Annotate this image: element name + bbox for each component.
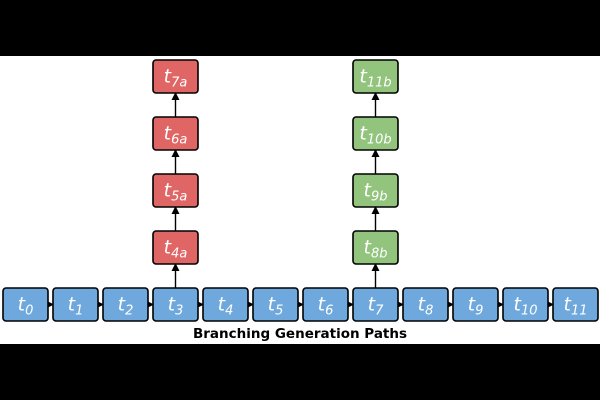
branch-b-node-t10b: t10b xyxy=(352,116,399,151)
main-node-t9: t9 xyxy=(452,287,499,322)
diagram-canvas: t0 t1 t2 t3 t4 t5 t6 t7 t8 t9 t10 t11 t4a t5a t6a t7a t8… xyxy=(0,56,600,344)
branch-b-node-t8b: t8b xyxy=(352,230,399,265)
branch-a-node-t7a-label: t7a xyxy=(164,66,188,91)
branch-a-node-t6a-box xyxy=(152,116,199,151)
main-node-t9-box xyxy=(452,287,499,322)
branch-a-node-t4a: t4a xyxy=(152,230,199,265)
main-node-t6-box xyxy=(302,287,349,322)
main-node-t2-label: t2 xyxy=(118,294,134,319)
main-node-t4-box xyxy=(202,287,249,322)
main-node-t11-box xyxy=(552,287,599,322)
main-node-t5-box xyxy=(252,287,299,322)
branch-b-node-t9b-label: t9b xyxy=(364,180,388,205)
branch-b-node-t10b-label: t10b xyxy=(359,123,391,148)
branch-b-node-t9b-box xyxy=(352,173,399,208)
main-node-t10-label: t10 xyxy=(514,294,538,319)
branch-a-node-t4a-label: t4a xyxy=(164,237,188,262)
edges-layer xyxy=(46,92,554,309)
main-node-t5: t5 xyxy=(252,287,299,322)
branching-diagram: t0 t1 t2 t3 t4 t5 t6 t7 t8 t9 t10 t11 t4a t5a t6a t7a t8… xyxy=(2,59,599,322)
main-node-t5-label: t5 xyxy=(268,294,284,319)
main-node-t2: t2 xyxy=(102,287,149,322)
main-node-t9-label: t9 xyxy=(468,294,484,319)
main-node-t11: t11 xyxy=(552,287,599,322)
branch-a-node-t7a-box xyxy=(152,59,199,94)
main-node-t8-label: t8 xyxy=(418,294,434,319)
main-node-t3: t3 xyxy=(152,287,199,322)
branch-a-node-t7a: t7a xyxy=(152,59,199,94)
main-node-t7-label: t7 xyxy=(368,294,384,319)
branch-b-node-t10b-box xyxy=(352,116,399,151)
main-node-t2-box xyxy=(102,287,149,322)
diagram-caption: Branching Generation Paths xyxy=(192,326,408,342)
main-node-t1-box xyxy=(52,287,99,322)
branch-b-node-t11b-box xyxy=(352,59,399,94)
main-node-t7-box xyxy=(352,287,399,322)
branch-b-node-t9b: t9b xyxy=(352,173,399,208)
branch-a-node-t6a: t6a xyxy=(152,116,199,151)
main-node-t7: t7 xyxy=(352,287,399,322)
main-node-t4-label: t4 xyxy=(218,294,234,319)
branch-b-node-t8b-box xyxy=(352,230,399,265)
main-node-t0-label: t0 xyxy=(18,294,34,319)
main-node-t6-label: t6 xyxy=(318,294,334,319)
branch-b-node-t11b-label: t11b xyxy=(359,66,391,91)
main-node-t1-label: t1 xyxy=(68,294,84,319)
branch-a-node-t4a-box xyxy=(152,230,199,265)
main-node-t6: t6 xyxy=(302,287,349,322)
main-node-t8: t8 xyxy=(402,287,449,322)
main-node-t3-label: t3 xyxy=(168,294,184,319)
branch-a-node-t6a-label: t6a xyxy=(164,123,188,148)
main-node-t11-label: t11 xyxy=(564,294,588,319)
nodes-layer: t0 t1 t2 t3 t4 t5 t6 t7 t8 t9 t10 t11 t4a t5a t6a t7a t8… xyxy=(2,59,599,322)
main-node-t10: t10 xyxy=(502,287,549,322)
main-node-t3-box xyxy=(152,287,199,322)
main-node-t10-box xyxy=(502,287,549,322)
branch-a-node-t5a-label: t5a xyxy=(164,180,188,205)
branch-b-node-t8b-label: t8b xyxy=(364,237,388,262)
main-node-t1: t1 xyxy=(52,287,99,322)
branch-a-node-t5a: t5a xyxy=(152,173,199,208)
branch-a-node-t5a-box xyxy=(152,173,199,208)
main-node-t4: t4 xyxy=(202,287,249,322)
main-node-t8-box xyxy=(402,287,449,322)
main-node-t0-box xyxy=(2,287,49,322)
branch-b-node-t11b: t11b xyxy=(352,59,399,94)
main-node-t0: t0 xyxy=(2,287,49,322)
